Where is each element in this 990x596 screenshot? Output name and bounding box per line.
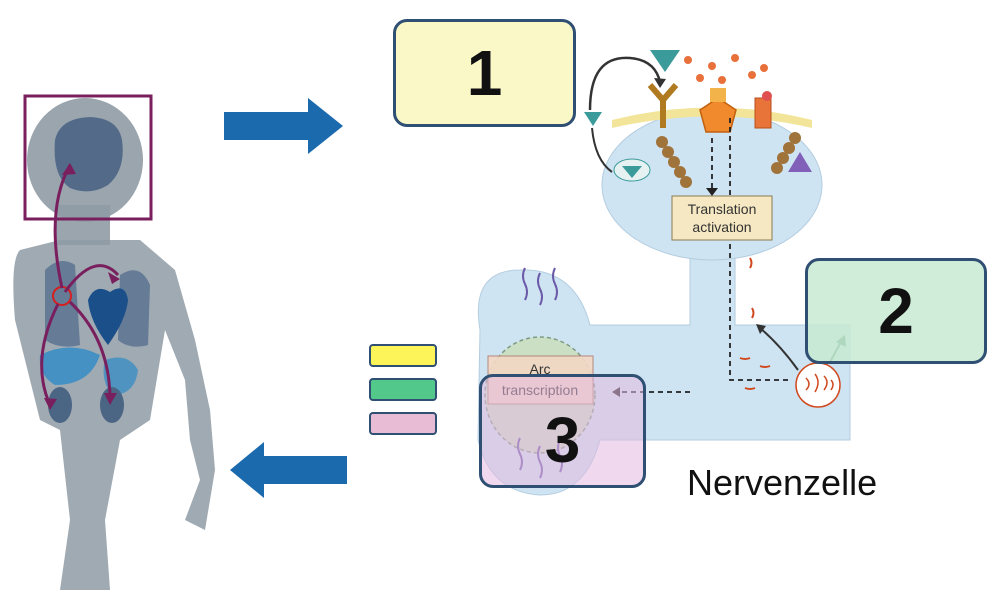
kidney-right [100, 387, 124, 423]
translation-label-line2: activation [692, 219, 751, 235]
ion-channel [754, 97, 772, 129]
liver-organ [39, 347, 100, 385]
arc-label-line1: Arc [530, 361, 551, 377]
callout-number-2: 2 [878, 275, 914, 347]
arrow-left [230, 442, 347, 498]
neurotrophin-ligand [650, 50, 680, 72]
stomach-organ [103, 357, 138, 395]
brain-organ [54, 117, 123, 192]
cell-label: Nervenzelle [687, 462, 878, 503]
translation-activation-box [671, 195, 773, 241]
arrow-right [224, 98, 343, 154]
lung-right [118, 270, 150, 347]
brain-highlight-frame [23, 94, 153, 221]
ligand-dots [684, 54, 768, 84]
callout-box-2: 2 [805, 258, 987, 364]
legend-swatch-green [369, 378, 437, 401]
glutamate-receptor [699, 97, 737, 133]
legend-swatch-pink [369, 412, 437, 435]
callout-number-3: 3 [544, 404, 581, 476]
human-body-figure [13, 98, 216, 590]
callout-number-1: 1 [466, 37, 503, 109]
callout-box-3: 3 [479, 374, 646, 488]
lung-left [45, 261, 80, 347]
kidney-left [48, 387, 72, 423]
translation-label-line1: Translation [688, 201, 757, 217]
receptor-y [647, 83, 679, 128]
legend-swatch-yellow [369, 344, 437, 367]
heart-organ [88, 288, 128, 345]
callout-box-1: 1 [393, 19, 576, 127]
